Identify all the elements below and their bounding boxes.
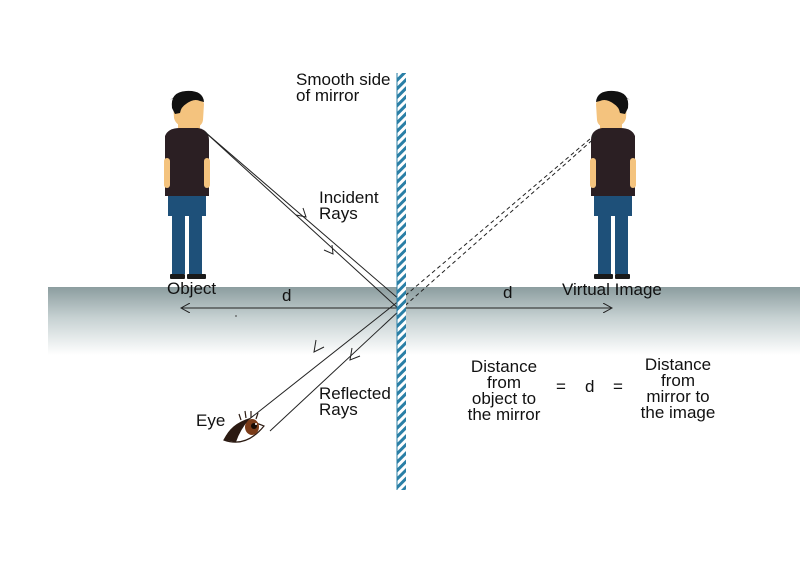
reflected-ray-2 [269, 309, 401, 432]
reflected-rays-label: Reflected Rays [319, 384, 391, 419]
distance-object-to-mirror-text: Distance from object to the mirror [467, 357, 541, 424]
incident-rays [204, 131, 401, 311]
distance-d-left-label: d [282, 286, 292, 305]
equals-sign-2: = [613, 377, 623, 396]
incident-arrow-2 [323, 244, 334, 255]
mirror [397, 73, 406, 490]
reflected-arrow-2 [349, 347, 361, 361]
equals-sign-1: = [556, 377, 566, 396]
object-person [164, 90, 210, 279]
reflected-arrow-1 [313, 339, 325, 353]
distance-d-right-label: d [503, 283, 513, 302]
mirror-side-label: Smooth side of mirror [296, 70, 391, 105]
virtual-image-person [590, 90, 636, 279]
incident-arrow-1 [295, 207, 307, 218]
eye-icon [223, 410, 265, 443]
virtual-rays [399, 132, 598, 311]
ground-plane [48, 287, 800, 355]
incident-rays-label: Incident Rays [319, 188, 379, 223]
eye-label: Eye [196, 411, 226, 430]
incident-ray-2 [204, 131, 401, 311]
distance-mirror-to-image-text: Distance from mirror to the image [640, 355, 716, 422]
equation-d: d [585, 377, 595, 396]
tick-dot [235, 315, 237, 317]
reflected-ray-1 [237, 299, 401, 429]
reflected-rays [237, 299, 401, 432]
virtual-image-label: Virtual Image [562, 280, 662, 299]
object-label: Object [167, 279, 217, 298]
